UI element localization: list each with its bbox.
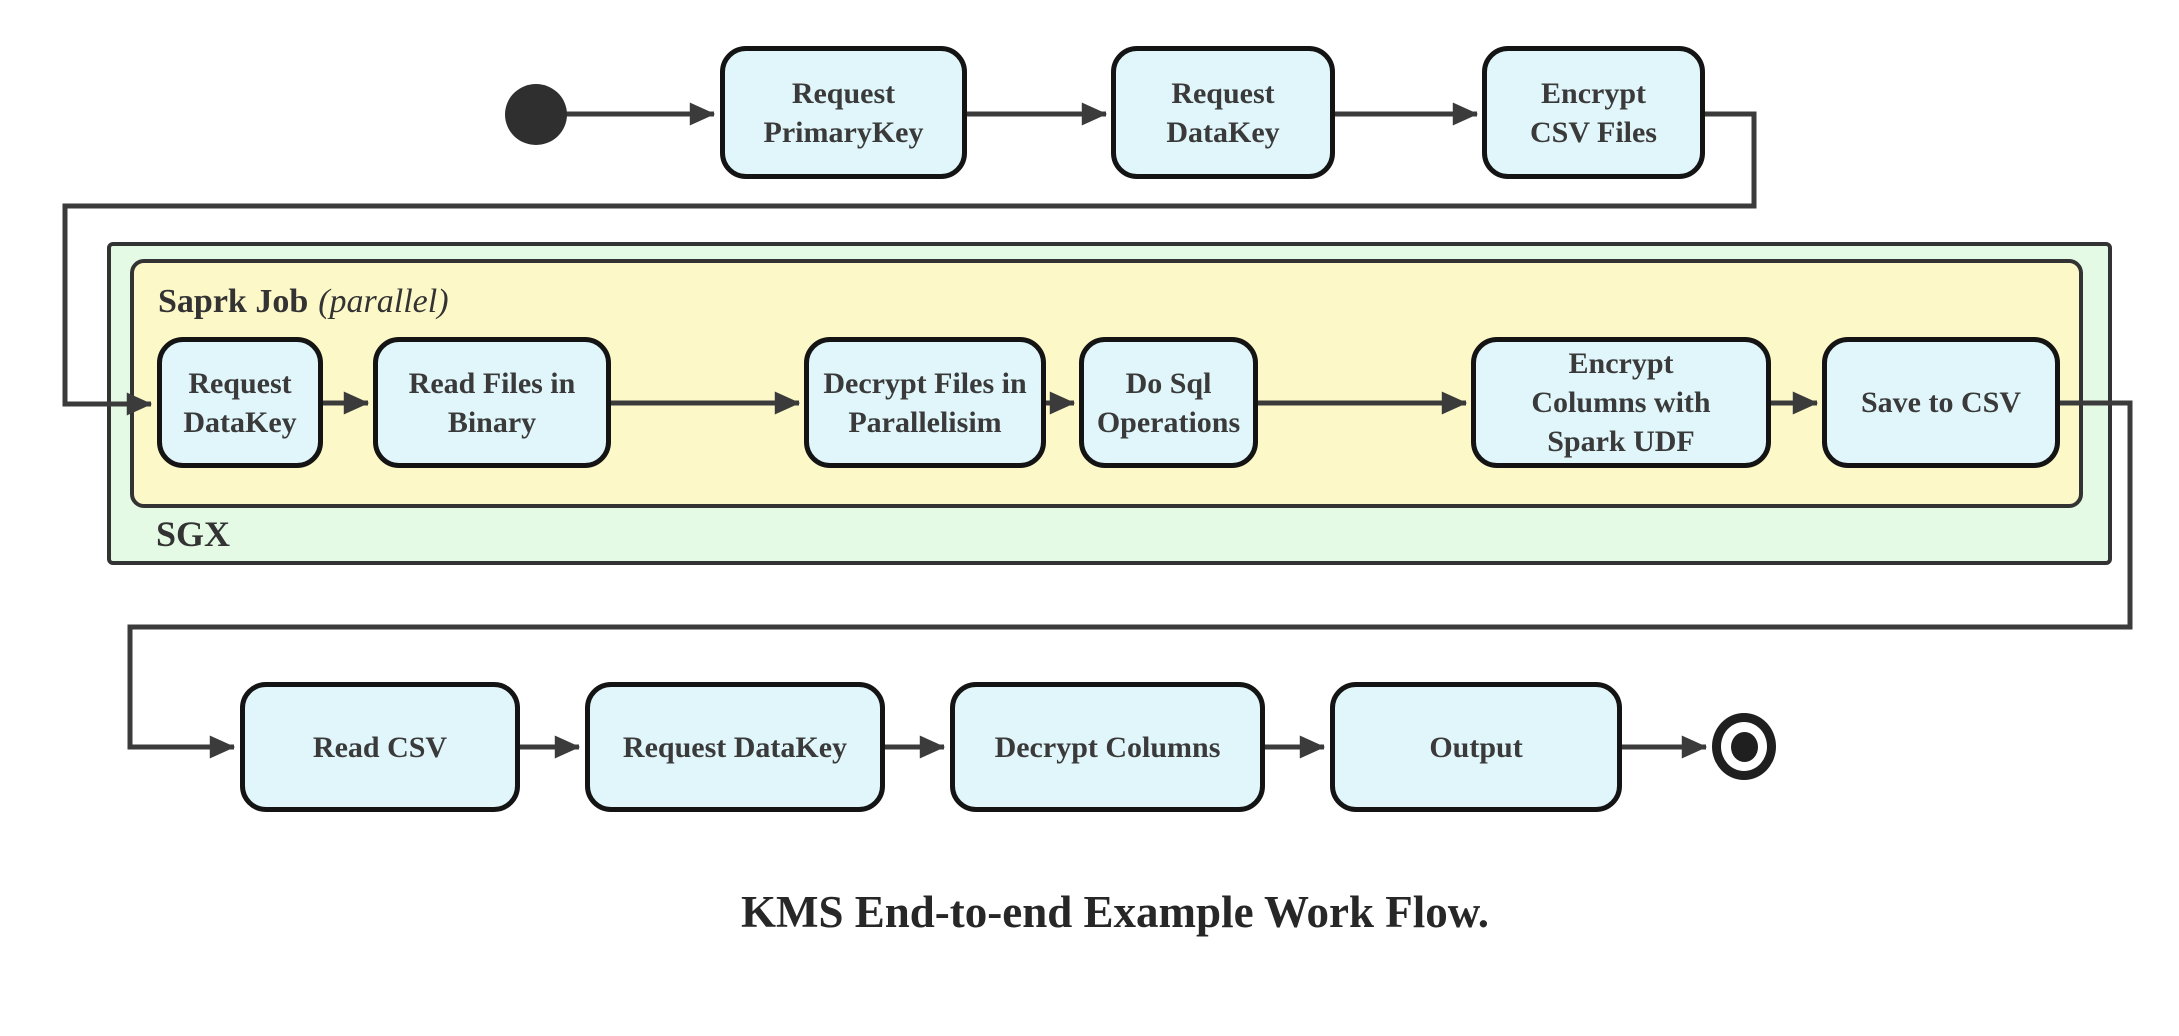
- node-decrypt-columns: Decrypt Columns: [950, 682, 1265, 812]
- node-request-primarykey: Request PrimaryKey: [720, 46, 967, 179]
- node-read-csv: Read CSV: [240, 682, 520, 812]
- node-label: Request DataKey: [622, 730, 848, 764]
- node-label: Request PrimaryKey: [763, 76, 924, 149]
- node-label: Decrypt Files in Parallelisim: [823, 366, 1027, 439]
- node-label: Request DataKey: [1166, 76, 1280, 149]
- spark-job-label: Saprk Job(parallel): [158, 285, 449, 319]
- node-request-datakey-top: Request DataKey: [1111, 46, 1335, 179]
- node-output: Output: [1330, 682, 1622, 812]
- node-label: Encrypt Columns with Spark UDF: [1531, 347, 1711, 458]
- node-label: Output: [1429, 730, 1523, 764]
- diagram-title: KMS End-to-end Example Work Flow.: [740, 887, 1489, 937]
- spark-job-label-text: Saprk Job: [158, 283, 309, 320]
- start-node: [505, 84, 567, 145]
- node-read-files-in-binary: Read Files in Binary: [373, 337, 611, 468]
- spark-job-parallel-label: (parallel): [318, 283, 449, 320]
- node-do-sql-operations: Do Sql Operations: [1079, 337, 1258, 468]
- node-label: Read CSV: [312, 730, 448, 764]
- node-request-datakey-bottom: Request DataKey: [585, 682, 885, 812]
- node-label: Save to CSV: [1860, 386, 2021, 419]
- node-request-datakey-sgx: Request DataKey: [157, 337, 323, 468]
- end-node: [1712, 713, 1776, 780]
- node-save-to-csv: Save to CSV: [1822, 337, 2060, 468]
- node-label: Decrypt Columns: [994, 730, 1221, 764]
- node-decrypt-files-in-parallelisim: Decrypt Files in Parallelisim: [804, 337, 1046, 468]
- node-label: Request DataKey: [183, 366, 297, 439]
- sgx-label: SGX: [156, 514, 231, 554]
- node-encrypt-columns-with-spark-udf: Encrypt Columns with Spark UDF: [1471, 337, 1771, 468]
- edge-save-csv-to-read-csv: [127, 400, 2133, 759]
- end-node-dot: [1730, 731, 1758, 762]
- edge-encrypt-csv-to-sgx-request-datakey: [62, 111, 1757, 416]
- node-encrypt-csv-files: Encrypt CSV Files: [1482, 46, 1705, 179]
- node-label: Encrypt CSV Files: [1530, 76, 1657, 149]
- node-label: Do Sql Operations: [1096, 366, 1241, 439]
- node-label: Read Files in Binary: [408, 366, 576, 439]
